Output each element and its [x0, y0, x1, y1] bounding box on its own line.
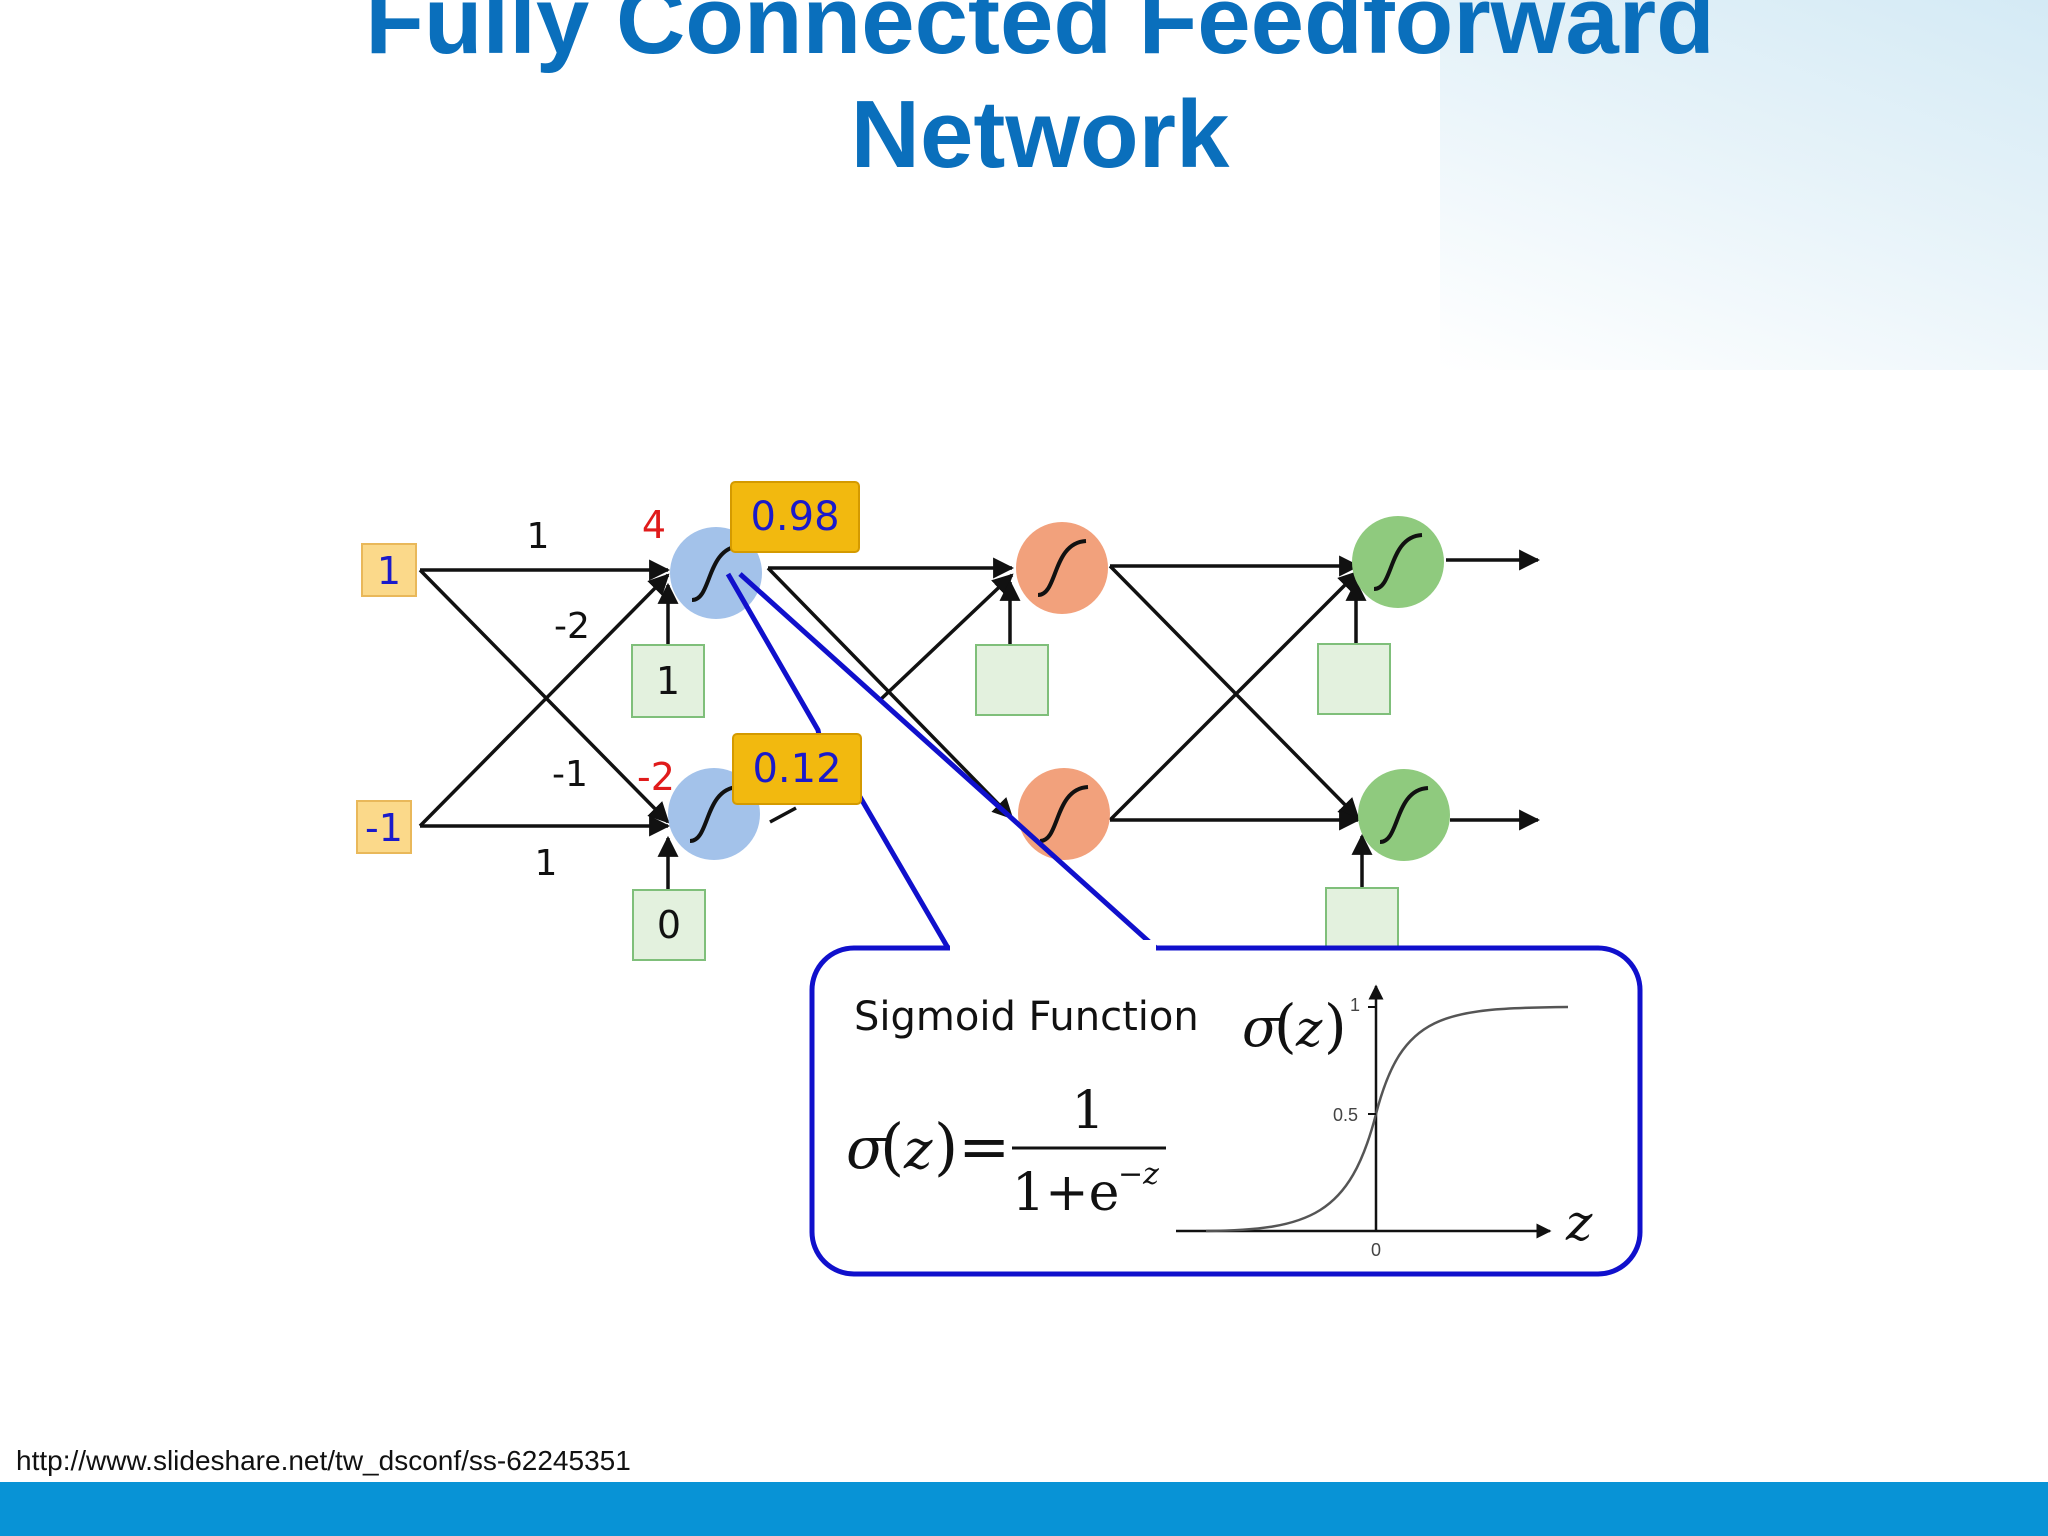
- sigmoid-plot: 1 0.5 0 σ ( z ) z: [1176, 984, 1593, 1260]
- formula-rparen: )=: [934, 1110, 1010, 1183]
- output-value-h2: 0.12: [752, 746, 841, 792]
- formula-numerator: 1: [1071, 1081, 1104, 1141]
- output-box-h2: [732, 733, 862, 805]
- output-value-h1: 0.98: [750, 494, 839, 540]
- sigmoid-icon: [1373, 533, 1423, 591]
- callout-pointer-right: [738, 572, 1158, 950]
- sigmoid-formula: σ ( z )= 1 1+e −z: [846, 1081, 1166, 1223]
- neuron-o2: [1018, 768, 1110, 860]
- source-url: http://www.slideshare.net/tw_dsconf/ss-6…: [16, 1445, 631, 1476]
- formula-z: z: [903, 1118, 933, 1181]
- edge-h1-o2: [766, 566, 1014, 820]
- tick-label-0: 0: [1371, 1240, 1381, 1260]
- formula-lparen: (: [880, 1110, 904, 1183]
- edge-o2-p1: [1108, 570, 1360, 822]
- layer3-nodes: [1352, 516, 1450, 861]
- output-box-h1: [730, 481, 860, 553]
- plot-label-z: z: [1295, 1000, 1323, 1058]
- plot-label-rparen: ): [1324, 992, 1347, 1060]
- input-box-2: [356, 800, 412, 854]
- input-value-1: 1: [377, 549, 401, 593]
- edge-in2-h1: [418, 573, 670, 828]
- plot-label-sigma: σ: [1242, 996, 1281, 1059]
- tick-label-1: 1: [1350, 995, 1360, 1015]
- connections: [418, 549, 1541, 890]
- edge-h2-o1: [878, 573, 1014, 702]
- callout-pointer-lower: [853, 788, 951, 950]
- input-value-2: -1: [365, 806, 403, 850]
- callout-heading: Sigmoid Function: [854, 994, 1199, 1040]
- formula-sigma: σ: [846, 1114, 887, 1182]
- edge-h2-stub: [769, 806, 797, 824]
- footer-bar: [0, 1482, 2048, 1536]
- bias-box-p2: [1325, 887, 1399, 949]
- plot-label-lparen: (: [1274, 992, 1297, 1060]
- title-line-2: Network: [850, 81, 1230, 188]
- bias-value-h2: 0: [657, 903, 681, 947]
- sigmoid-icon: [1039, 785, 1089, 843]
- callout-pointer-left: [725, 572, 823, 741]
- sigmoid-curve: [1205, 1005, 1569, 1233]
- bias-box-o1: [975, 644, 1049, 716]
- formula-denominator: 1+e: [1012, 1163, 1119, 1223]
- input-box-1: [361, 543, 417, 597]
- weight-label-w22: 1: [535, 843, 558, 884]
- neuron-p2: [1358, 769, 1450, 861]
- formula-exponent: −z: [1118, 1157, 1159, 1192]
- bias-box-h1: [631, 644, 705, 718]
- weight-label-w12: -1: [552, 754, 588, 795]
- neuron-o1: [1016, 522, 1108, 614]
- weight-label-w11: 1: [527, 516, 550, 557]
- layer2-nodes: [1016, 522, 1110, 860]
- callout-gap: [950, 940, 1156, 954]
- bias-box-h2: [632, 889, 706, 961]
- tick-label-half: 0.5: [1333, 1105, 1358, 1125]
- edge-o1-p2: [1108, 564, 1360, 820]
- bias-box-p1: [1317, 643, 1391, 715]
- title-line-1: Fully Connected Feedforward: [365, 0, 1715, 74]
- neuron-p1: [1352, 516, 1444, 608]
- weight-label-w21: -2: [554, 606, 590, 647]
- edge-in1-h2: [418, 568, 670, 824]
- sigmoid-icon: [1037, 539, 1087, 597]
- background-decoration: [1440, 0, 2048, 370]
- sigmoid-icon: [1379, 786, 1429, 844]
- z-value-h1: 4: [642, 503, 666, 547]
- slide-title: Fully Connected Feedforward Network: [0, 0, 2048, 192]
- sigmoid-callout: [809, 945, 1643, 1277]
- bias-value-h1: 1: [656, 659, 680, 703]
- plot-axis-label-z: z: [1565, 1194, 1593, 1252]
- sigmoid-icon: [689, 785, 739, 843]
- z-value-h2: -2: [637, 755, 675, 799]
